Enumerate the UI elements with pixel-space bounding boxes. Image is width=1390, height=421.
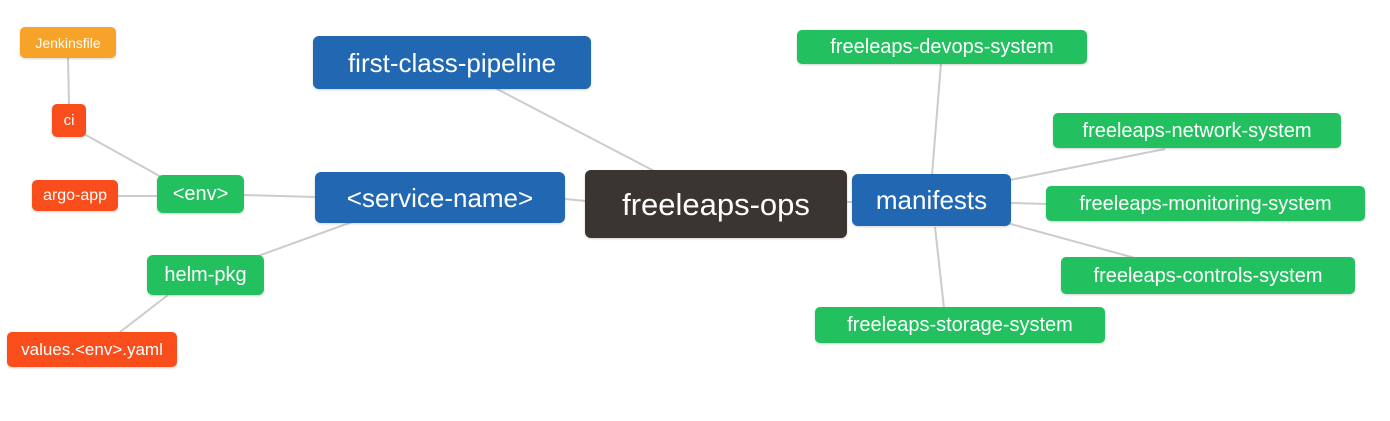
edge-first-class-pipeline-ops [494, 87, 659, 174]
edge-jenkinsfile-ci [67, 57, 70, 105]
edge-manifests-controls-system [1006, 222, 1136, 259]
mindmap-node-service-name[interactable]: <service-name> [315, 172, 565, 223]
mindmap-node-first-class-pipeline[interactable]: first-class-pipeline [313, 36, 591, 89]
mindmap-node-helm-pkg[interactable]: helm-pkg [147, 255, 264, 295]
mindmap-node-argo-app[interactable]: argo-app [32, 180, 118, 211]
mindmap-node-jenkinsfile[interactable]: Jenkinsfile [20, 27, 116, 58]
mindmap-node-devops-system[interactable]: freeleaps-devops-system [797, 30, 1087, 64]
edge-manifests-storage-system [934, 226, 945, 309]
mindmap-node-network-system[interactable]: freeleaps-network-system [1053, 113, 1341, 148]
edge-env-service-name [242, 194, 316, 198]
edge-manifests-network-system [1009, 148, 1166, 181]
edge-values-env-yaml-helm-pkg [119, 294, 169, 333]
mindmap-node-freeleaps-ops[interactable]: freeleaps-ops [585, 170, 847, 238]
edge-manifests-monitoring-system [1010, 202, 1049, 205]
edge-service-name-ops [564, 198, 587, 202]
mindmap-node-values-env-yaml[interactable]: values.<env>.yaml [7, 332, 177, 367]
mindmap-node-ci[interactable]: ci [52, 104, 86, 137]
mindmap-node-monitoring-system[interactable]: freeleaps-monitoring-system [1046, 186, 1365, 221]
edge-ci-env [83, 133, 164, 179]
mindmap-node-storage-system[interactable]: freeleaps-storage-system [815, 307, 1105, 343]
edge-helm-pkg-service-name [257, 221, 353, 257]
mindmap-node-controls-system[interactable]: freeleaps-controls-system [1061, 257, 1355, 294]
mindmap-node-manifests[interactable]: manifests [852, 174, 1011, 226]
mindmap-node-env[interactable]: <env> [157, 175, 244, 213]
edge-manifests-devops-system [931, 62, 942, 176]
